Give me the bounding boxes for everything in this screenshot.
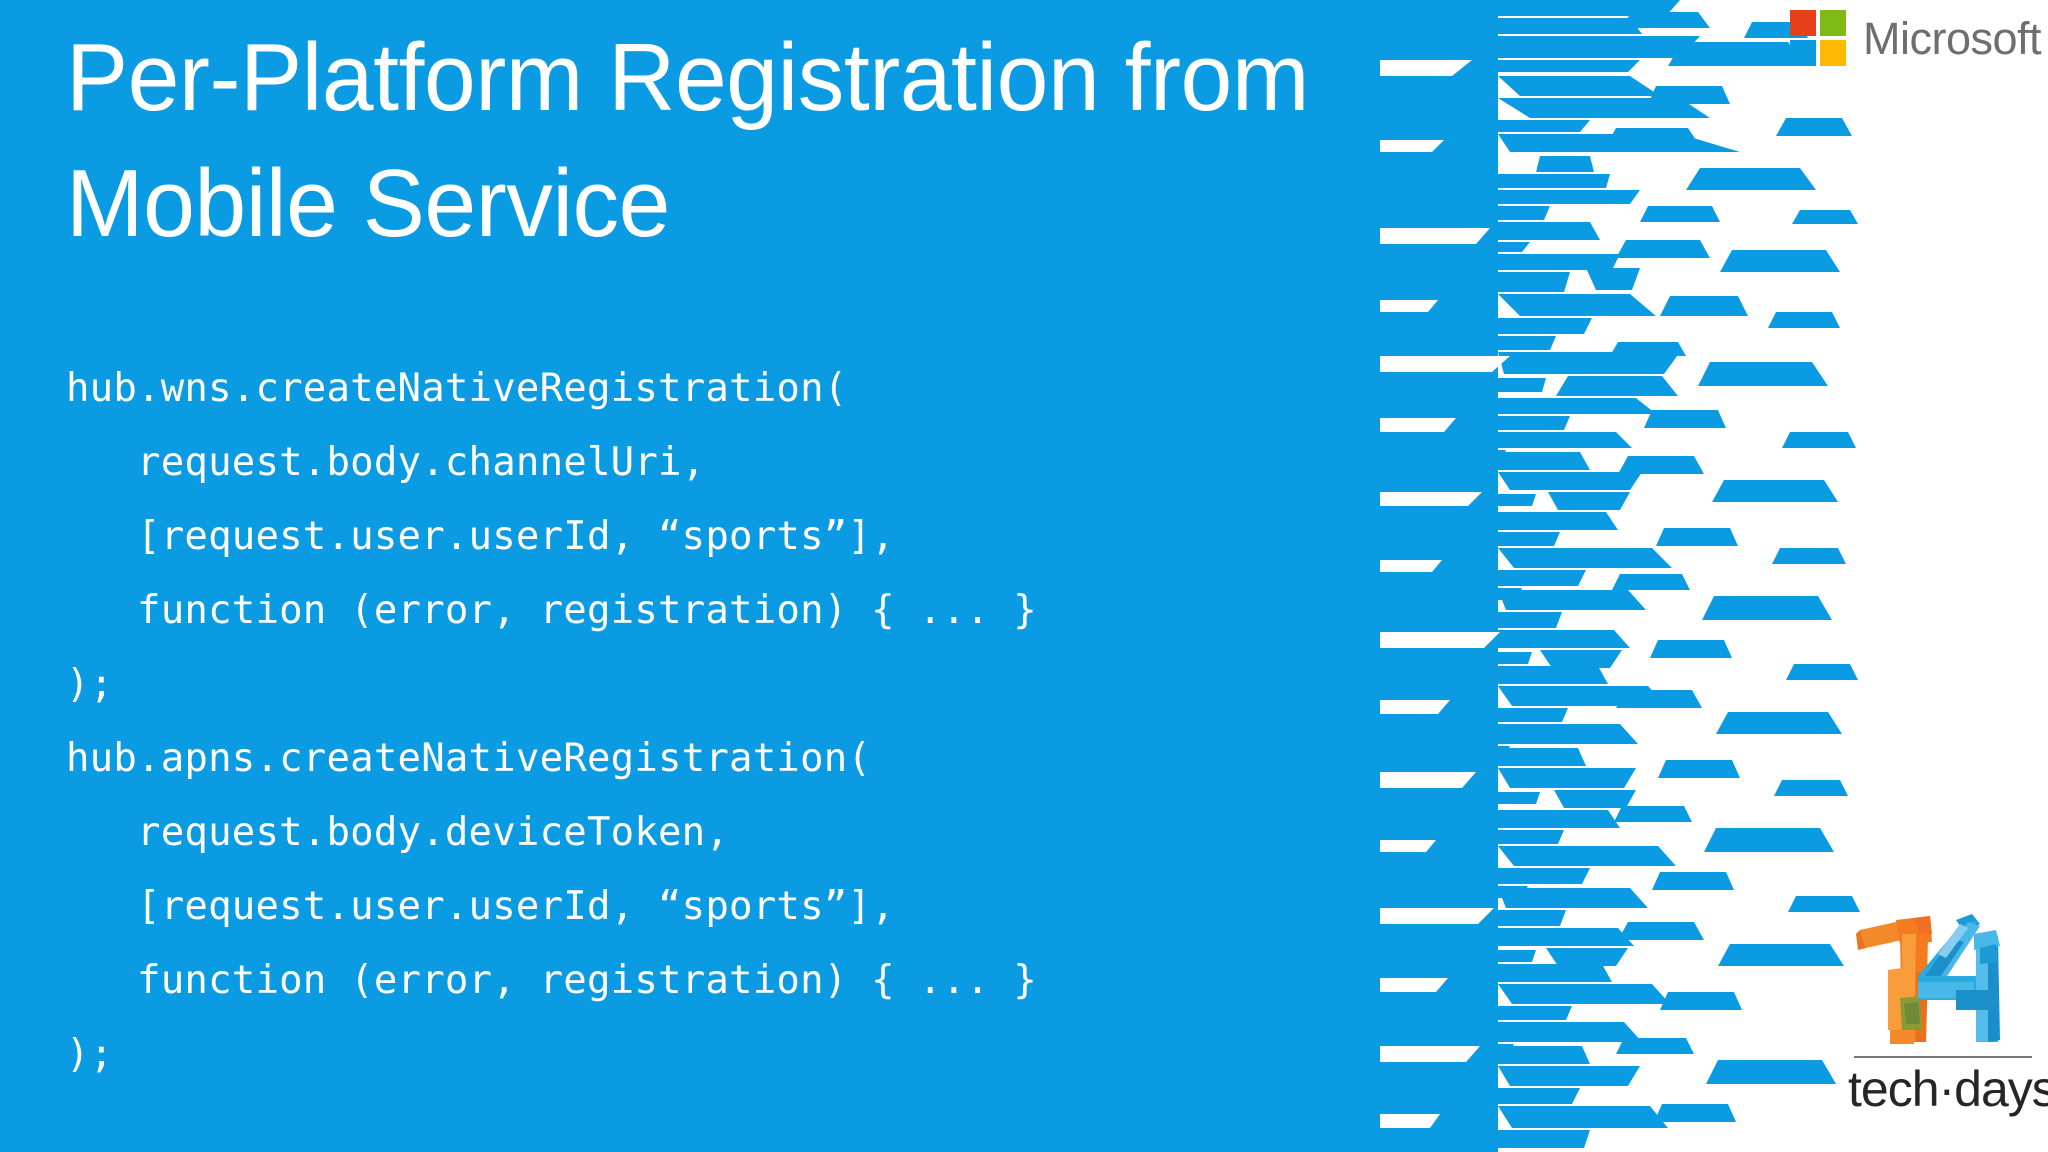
code-line: function (error, registration) { ... } — [66, 588, 1037, 633]
blue-background-panel — [0, 0, 1475, 1152]
code-line: hub.wns.createNativeRegistration( — [66, 366, 848, 411]
code-line: function (error, registration) { ... } — [66, 958, 1037, 1003]
microsoft-squares-icon — [1790, 10, 1846, 66]
code-line: hub.apns.createNativeRegistration( — [66, 736, 872, 781]
code-line: ); — [66, 1032, 114, 1077]
title-line-1: Per-Platform Registration from — [66, 24, 1309, 131]
techdays-wordmark: tech·days — [1848, 1061, 2048, 1117]
techdays-divider — [1854, 1056, 2032, 1058]
code-snippet: hub.wns.createNativeRegistration( reques… — [66, 352, 1416, 1092]
page-title: Per-Platform Registration from Mobile Se… — [66, 12, 1466, 252]
title-line-2: Mobile Service — [66, 150, 670, 257]
code-line: ); — [66, 662, 114, 707]
code-line: [request.user.userId, “sports”], — [66, 884, 895, 929]
techdays-logo: tech·days — [1848, 912, 2048, 1142]
code-line: request.body.channelUri, — [66, 440, 706, 485]
microsoft-square-red — [1790, 10, 1816, 36]
code-line: request.body.deviceToken, — [66, 810, 730, 855]
microsoft-logo: Microsoft — [1790, 10, 2042, 66]
code-line: [request.user.userId, “sports”], — [66, 514, 895, 559]
techdays-14-icon — [1856, 914, 2000, 1044]
microsoft-square-blue — [1790, 40, 1816, 66]
microsoft-square-green — [1820, 10, 1846, 36]
microsoft-wordmark: Microsoft — [1863, 12, 2042, 64]
microsoft-square-yellow — [1820, 40, 1846, 66]
